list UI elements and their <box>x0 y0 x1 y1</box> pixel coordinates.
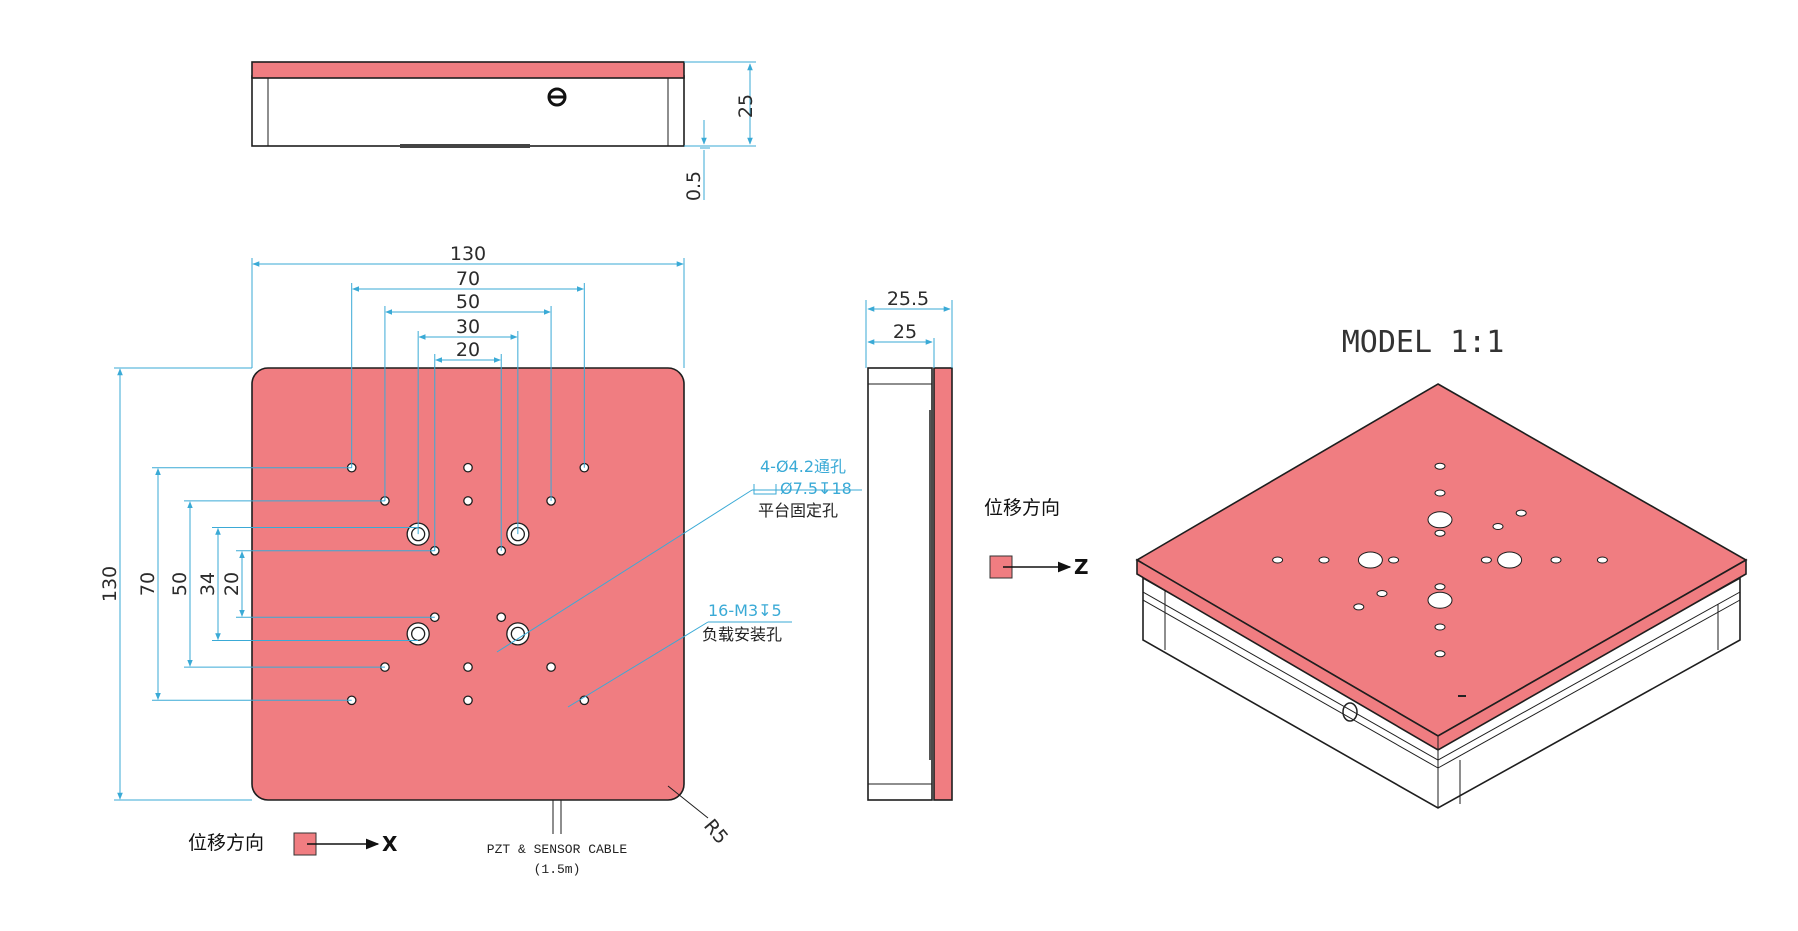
height-dim-130: 130 <box>99 566 121 602</box>
iso-load-hole-4 <box>1434 489 1446 497</box>
radius-label: R5 <box>699 815 732 849</box>
front-view-plate <box>251 367 685 801</box>
iso-load-hole-7 <box>1434 623 1446 631</box>
iso-load-hole-12 <box>1434 529 1446 537</box>
iso-load-hole-14 <box>1388 556 1400 564</box>
axis-x-label: X <box>382 832 398 856</box>
top-view: 25 0.5 <box>251 61 757 201</box>
side-width-dim-25-5: 25.5 <box>887 288 929 310</box>
iso-connector-icon <box>1342 702 1358 722</box>
iso-load-hole-15 <box>1434 583 1446 591</box>
height-dim-70: 70 <box>137 572 159 596</box>
load-hole-10 <box>463 662 473 672</box>
mount-hole-callout: 4-Ø4.2通孔 Ø7.5↧18 平台固定孔 <box>496 457 862 653</box>
width-dim-30: 30 <box>456 316 480 338</box>
load-hole-11 <box>463 695 473 706</box>
motion-label-x: 位移方向 <box>188 832 264 854</box>
side-width-dim-25: 25 <box>893 321 917 343</box>
width-dim-130: 130 <box>450 243 486 265</box>
iso-load-hole-11 <box>1353 603 1365 611</box>
load-hole-spec: 16-M3↧5 <box>708 601 782 620</box>
motion-direction-z: 位移方向 Z <box>984 497 1089 579</box>
gap-dim-0-5: 0.5 <box>683 171 705 201</box>
motion-direction-x: 位移方向 X <box>188 832 398 856</box>
model-scale-title: MODEL 1:1 <box>1342 325 1505 360</box>
iso-load-hole-3 <box>1434 650 1446 658</box>
connector-icon <box>547 87 567 107</box>
iso-mount-hole-0 <box>1427 511 1453 529</box>
load-hole-callout: 16-M3↧5 负载安装孔 <box>567 601 792 708</box>
cable-label: PZT & SENSOR CABLE <box>487 842 628 857</box>
iso-mount-hole-1 <box>1497 551 1523 569</box>
motion-label-z: 位移方向 <box>984 497 1060 519</box>
top-view-plate <box>251 61 685 79</box>
height-dim-20: 20 <box>221 572 243 596</box>
width-dim-50: 50 <box>456 291 480 313</box>
load-hole-8 <box>463 462 473 473</box>
counterbore-spec: Ø7.5↧18 <box>780 479 852 498</box>
iso-load-hole-13 <box>1480 556 1492 564</box>
width-dim-20: 20 <box>456 339 480 361</box>
iso-mount-hole-3 <box>1427 591 1453 609</box>
height-dim-25: 25 <box>735 94 757 118</box>
iso-hole-pattern <box>1272 462 1608 658</box>
load-hole-7 <box>546 662 556 672</box>
width-dim-70: 70 <box>456 268 480 290</box>
iso-load-hole-6 <box>1318 556 1330 564</box>
mount-hole-inner-2 <box>411 626 426 641</box>
iso-load-hole-2 <box>1272 556 1284 564</box>
iso-load-hole-5 <box>1550 556 1562 564</box>
load-hole-15 <box>496 612 507 623</box>
load-hole-note: 负载安装孔 <box>702 625 782 644</box>
mount-hole-spec: 4-Ø4.2通孔 <box>760 457 846 476</box>
iso-load-hole-10 <box>1376 590 1388 597</box>
side-view-plate <box>933 367 953 801</box>
isometric-view: MODEL 1:1 <box>1135 325 1748 809</box>
axis-z-label: Z <box>1074 555 1089 579</box>
iso-load-hole-9 <box>1492 523 1504 530</box>
side-view-body <box>867 367 933 801</box>
mount-hole-note: 平台固定孔 <box>758 501 838 520</box>
iso-load-hole-8 <box>1515 509 1527 517</box>
load-hole-9 <box>463 496 473 506</box>
height-dim-50: 50 <box>169 572 191 596</box>
iso-mount-hole-2 <box>1357 551 1383 569</box>
top-view-body <box>251 75 685 147</box>
iso-load-hole-1 <box>1596 556 1608 564</box>
side-view: 25.5 25 位移方向 Z <box>865 288 1089 801</box>
cable-length: (1.5m) <box>534 862 581 877</box>
height-dim-34: 34 <box>197 572 219 596</box>
iso-load-hole-0 <box>1434 462 1446 470</box>
